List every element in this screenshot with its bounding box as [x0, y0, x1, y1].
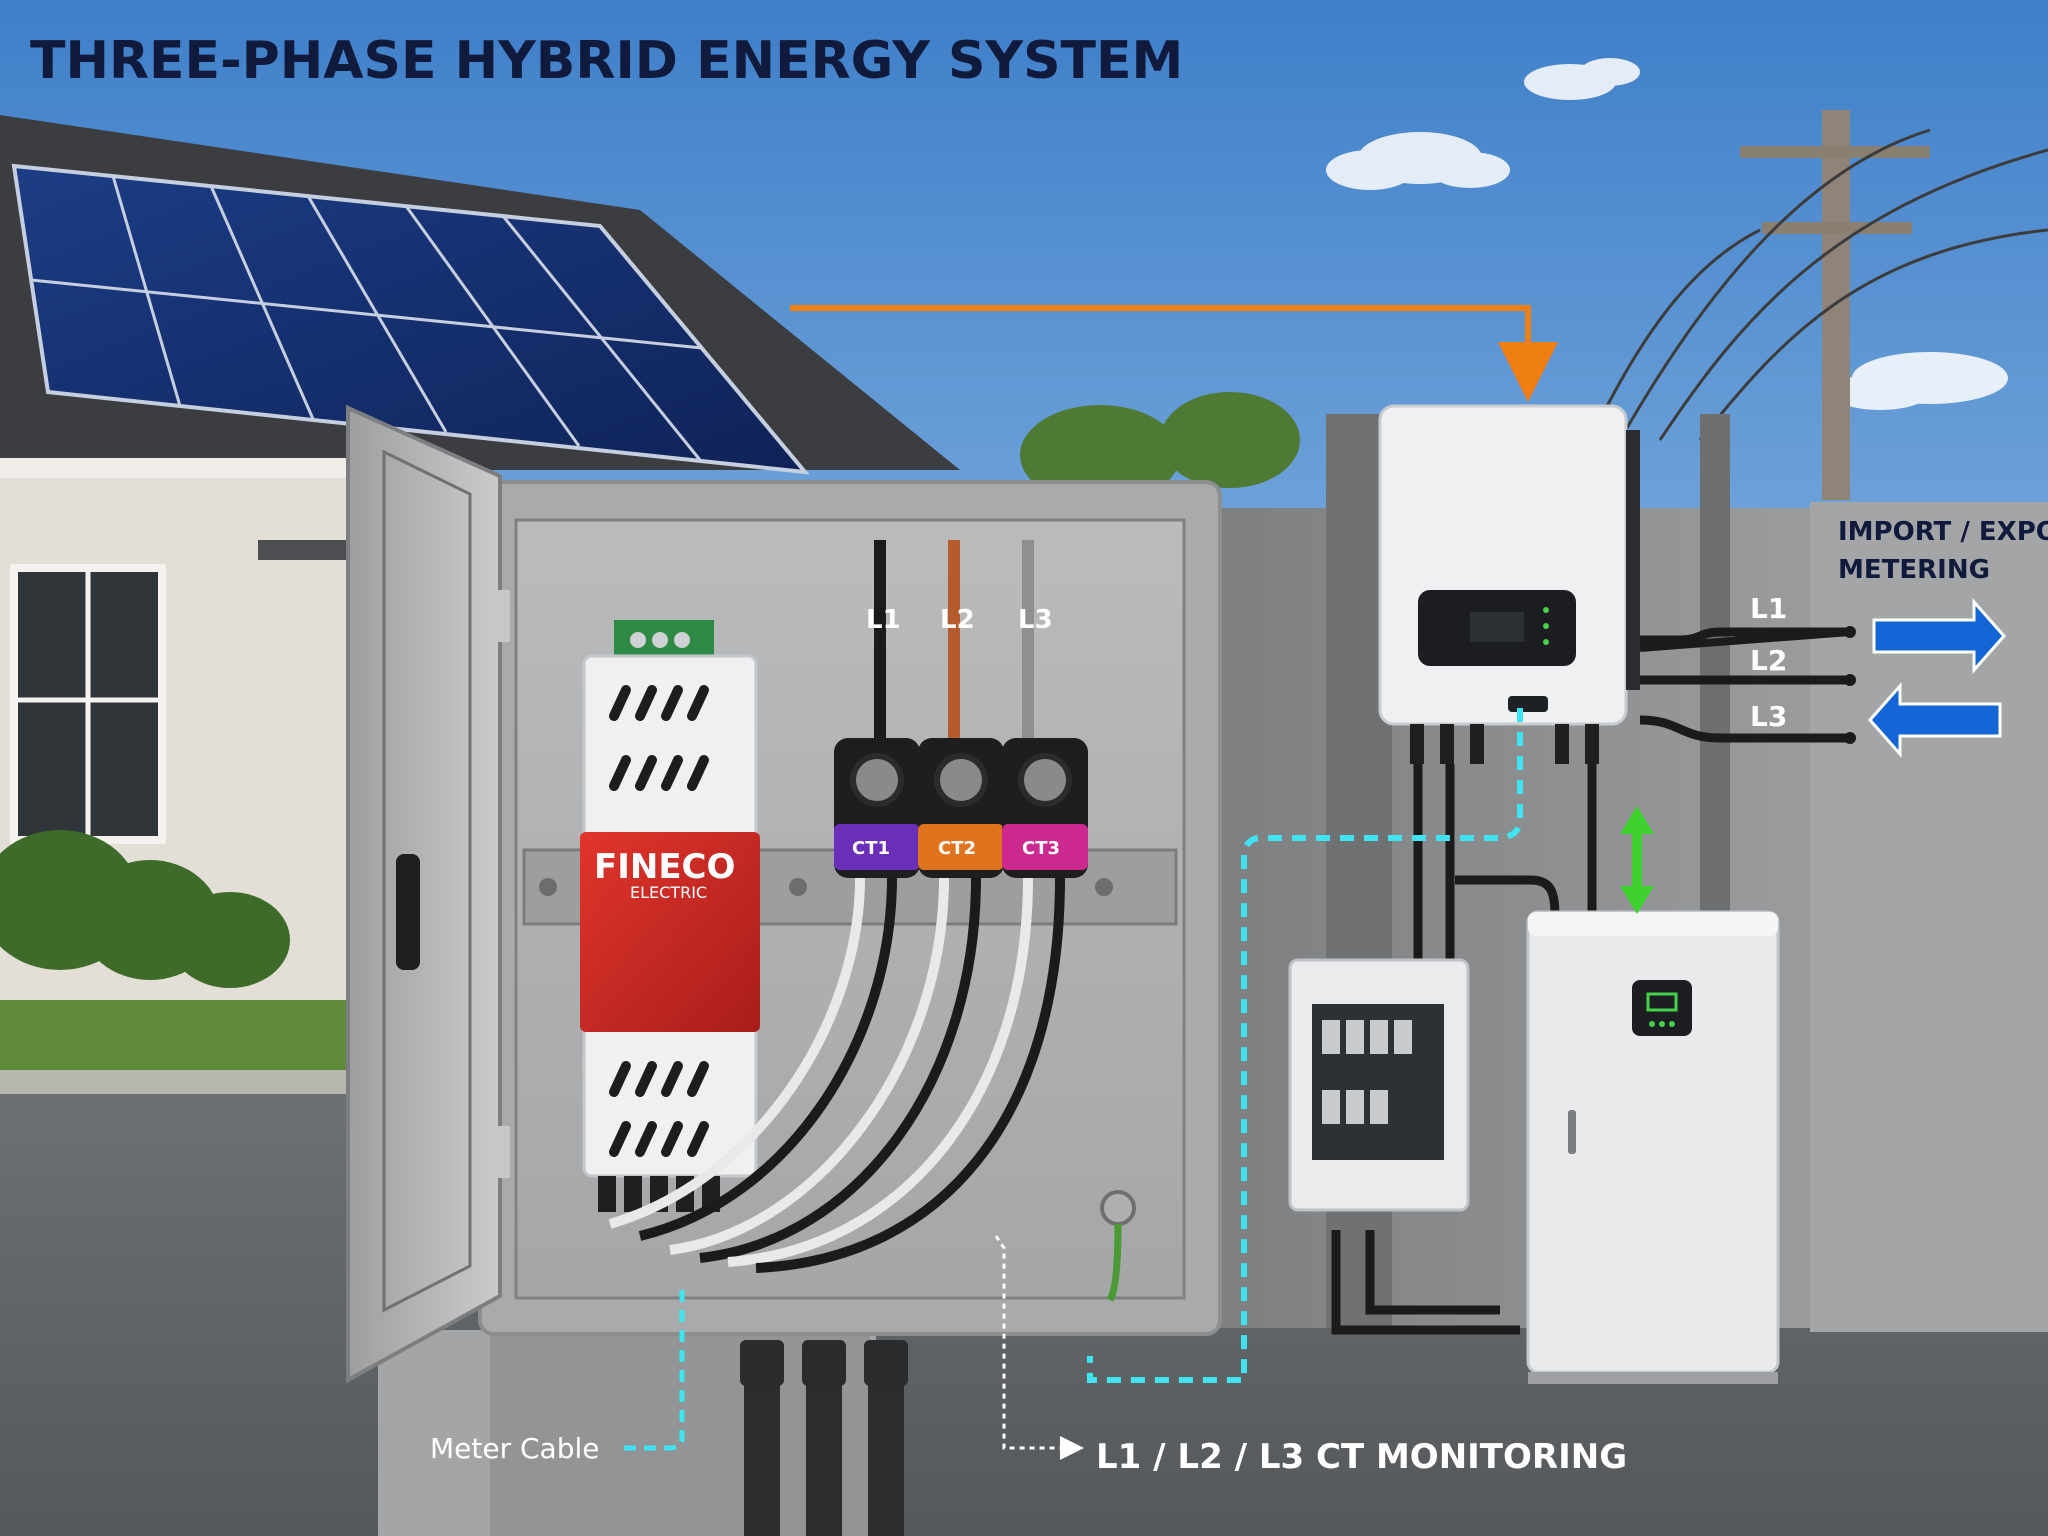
export-arrow	[1872, 598, 2007, 674]
meter-cable-leader	[620, 1290, 685, 1451]
ct-leads	[608, 877, 1065, 1273]
clouds	[1326, 58, 2008, 410]
grid-phase-ends	[1844, 626, 1856, 744]
battery-storage	[1526, 910, 1780, 1384]
grid-phase-lines	[1639, 628, 1851, 652]
import-export-label: IMPORT / EXPORT	[1838, 517, 2048, 547]
phase-label-l3: L3	[1018, 605, 1053, 635]
import-arrow	[1867, 682, 2002, 758]
ct1-clamp	[834, 738, 920, 878]
comm-cable	[1087, 708, 1523, 1383]
ct2-clamp	[918, 738, 1004, 878]
meter-brand: FINECO	[594, 847, 735, 887]
door-handle	[396, 854, 420, 970]
battery-arrow	[1620, 806, 1654, 914]
ct2-label: CT2	[938, 838, 976, 859]
utility-pole	[1598, 110, 2048, 500]
phase-label-l2: L2	[940, 605, 975, 635]
energy-meter: FINECO ELECTRIC	[580, 620, 760, 1212]
meter-cable-callout: Meter Cable	[430, 1432, 600, 1465]
inverter-cables	[1331, 627, 1850, 1335]
ct-clamps	[834, 738, 1088, 878]
phase-conductors	[874, 540, 1034, 770]
meter-subbrand: ELECTRIC	[630, 883, 707, 902]
ct3-clamp	[1002, 738, 1088, 878]
meter-red-panel	[580, 832, 760, 1032]
ct3-label: CT3	[1022, 838, 1060, 859]
ground-lug	[1100, 1190, 1136, 1302]
metering-label: METERING	[1838, 555, 1990, 585]
house-eave	[0, 458, 370, 478]
grid-label-l3: L3	[1750, 700, 1787, 733]
grid-label-l2: L2	[1750, 644, 1787, 677]
sidewalk	[0, 1070, 370, 1094]
ct1-label: CT1	[852, 838, 890, 859]
phase-label-l1: L1	[866, 605, 901, 635]
hybrid-inverter	[1378, 404, 1640, 764]
grid-label-l1: L1	[1750, 592, 1787, 625]
distribution-box	[1288, 958, 1470, 1212]
battery-indicator	[1632, 980, 1692, 1036]
enclosure-door	[346, 404, 510, 1384]
ct-monitoring-callout: L1 / L2 / L3 CT MONITORING	[1096, 1437, 1627, 1477]
cable-glands	[740, 1340, 908, 1386]
ct-monitoring-leader	[994, 1235, 1084, 1460]
page-title: THREE-PHASE HYBRID ENERGY SYSTEM	[30, 31, 1183, 91]
solar-array	[11, 163, 810, 475]
pv-flow-arrow	[790, 305, 1558, 402]
shrubs	[0, 830, 290, 988]
house-porch-roof	[258, 540, 370, 560]
